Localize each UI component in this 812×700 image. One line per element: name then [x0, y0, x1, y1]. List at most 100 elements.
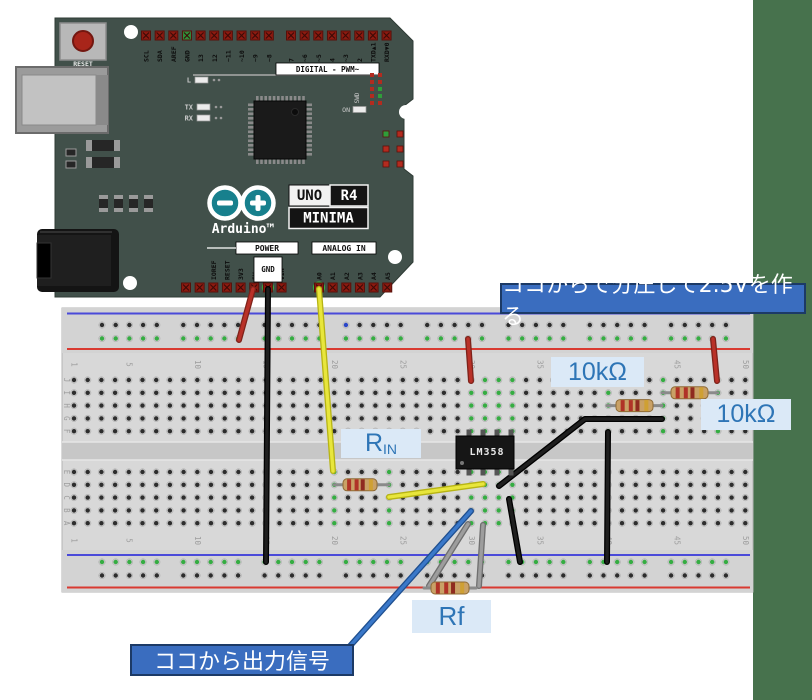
annotation-output-signal-text: ココから出力信号 [153, 650, 330, 675]
svg-text:POWER: POWER [255, 244, 279, 253]
resistor-10k-2[interactable] [605, 399, 664, 413]
svg-text:20: 20 [330, 360, 339, 370]
label-rf[interactable]: Rf [412, 600, 491, 633]
green-sidebar [753, 0, 812, 700]
svg-text:TXD▲1: TXD▲1 [369, 42, 377, 62]
svg-text:~11: ~11 [224, 50, 232, 62]
svg-text:DIGITAL - PWM~: DIGITAL - PWM~ [296, 65, 360, 74]
svg-text:~9: ~9 [252, 54, 260, 62]
mounting-hole [124, 25, 138, 39]
svg-text:4: 4 [328, 58, 336, 62]
svg-text:~10: ~10 [238, 50, 246, 62]
svg-text:25: 25 [398, 360, 407, 369]
svg-text:45: 45 [672, 360, 681, 369]
svg-text:1: 1 [70, 538, 79, 543]
resistor-rf[interactable] [422, 581, 478, 595]
svg-text:SWD: SWD [354, 92, 361, 103]
label-10k-upper[interactable]: 10kΩ [551, 357, 644, 387]
wire-gray-2[interactable] [476, 522, 486, 589]
pin1-marker [460, 461, 464, 465]
svg-text:A1: A1 [329, 272, 337, 280]
label-10k-upper-text: 10kΩ [568, 357, 627, 386]
svg-text:ON: ON [342, 106, 350, 114]
wire-a0-yellow[interactable] [316, 286, 336, 474]
label-rf-text: Rf [438, 601, 465, 631]
arduino-logo: Arduino™ [207, 185, 276, 237]
barrel-jack [36, 229, 119, 292]
annotation-voltage-divider[interactable]: ココからで分圧して2.5Vを作る [500, 273, 806, 330]
svg-text:3V3: 3V3 [237, 268, 245, 280]
svg-text:2: 2 [356, 58, 364, 62]
svg-text:R4: R4 [341, 188, 358, 204]
lm358-label: LM358 [469, 447, 504, 458]
svg-text:7: 7 [288, 58, 296, 62]
wire-gray-1[interactable] [426, 521, 471, 589]
svg-text:A3: A3 [356, 272, 364, 280]
annotation-output-signal[interactable]: ココから出力信号 [130, 644, 354, 676]
lm358-ic[interactable]: LM358 [455, 429, 515, 476]
svg-text:D: D [62, 483, 71, 488]
svg-text:35: 35 [535, 536, 544, 545]
svg-text:45: 45 [672, 536, 681, 545]
smd-components [65, 140, 153, 212]
svg-text:F: F [62, 429, 71, 434]
wire-black-diagonal[interactable] [506, 496, 523, 565]
svg-text:13: 13 [197, 54, 205, 62]
wire-gnd-black[interactable] [263, 286, 271, 565]
svg-text:UNO: UNO [297, 188, 322, 204]
wire-5v-red[interactable] [236, 286, 256, 343]
svg-text:RXD▼0: RXD▼0 [383, 42, 391, 62]
jumper-red-2[interactable] [710, 336, 720, 384]
reset-button[interactable]: RESET [59, 22, 107, 68]
svg-text:A4: A4 [370, 272, 378, 280]
mounting-hole [399, 105, 413, 119]
usb-connector [15, 66, 109, 134]
resistor-rin[interactable] [332, 478, 391, 492]
svg-text:~8: ~8 [265, 54, 273, 62]
svg-text:A5: A5 [384, 272, 392, 280]
mounting-hole [123, 276, 137, 290]
svg-text:A2: A2 [343, 272, 351, 280]
svg-text:50: 50 [741, 536, 750, 546]
mcu-chip [248, 96, 312, 164]
svg-text:10: 10 [193, 360, 202, 370]
resistor-10k-1[interactable] [660, 386, 720, 400]
svg-text:~3: ~3 [342, 54, 350, 62]
jumper-red-1[interactable] [465, 336, 474, 384]
svg-text:SDA: SDA [156, 50, 164, 62]
svg-text:B: B [62, 508, 71, 513]
svg-text:IOREF: IOREF [210, 260, 218, 280]
svg-text:10: 10 [193, 536, 202, 546]
svg-text:G: G [62, 416, 71, 421]
svg-text:20: 20 [330, 536, 339, 546]
svg-text:1: 1 [70, 362, 79, 367]
wire-black-elbow[interactable] [496, 416, 665, 489]
svg-text:ANALOG IN: ANALOG IN [322, 244, 366, 253]
svg-text:25: 25 [398, 536, 407, 545]
svg-text:GND: GND [261, 265, 275, 274]
svg-text:30: 30 [467, 536, 476, 546]
svg-text:L: L [187, 77, 191, 85]
label-10k-lower[interactable]: 10kΩ [701, 399, 791, 430]
svg-text:A0: A0 [316, 272, 324, 280]
mounting-hole [388, 250, 402, 264]
svg-text:I: I [62, 391, 71, 396]
svg-text:H: H [62, 403, 71, 408]
wire-black-vertical[interactable] [604, 429, 611, 565]
label-rin-subscript: IN [383, 441, 398, 457]
annotation-voltage-divider-text: ココからで分圧して2.5Vを作る [502, 272, 793, 330]
wire-blue-output[interactable] [347, 508, 474, 649]
wire-yellow-2[interactable] [386, 481, 486, 500]
svg-text:RX: RX [185, 115, 194, 123]
svg-text:~5: ~5 [315, 54, 323, 62]
svg-text:GND: GND [183, 50, 191, 62]
svg-text:J: J [62, 378, 71, 383]
svg-text:5: 5 [124, 362, 133, 367]
svg-text:RESET: RESET [73, 60, 93, 68]
digital-label: DIGITAL - PWM~ [275, 62, 380, 76]
svg-text:SCL: SCL [143, 50, 151, 62]
